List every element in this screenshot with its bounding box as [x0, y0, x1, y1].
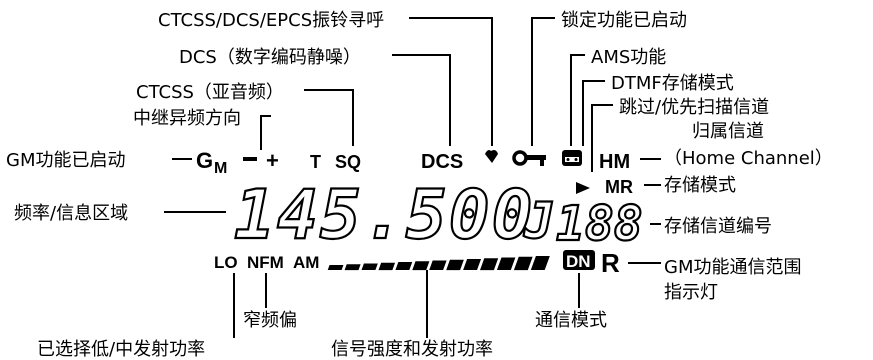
label-ctcss-dcs-epcs: CTCSS/DCS/EPCS振铃寻呼: [158, 10, 384, 31]
label-gm-range-1: GM功能通信范围: [664, 257, 801, 278]
home-channel-indicator: HM: [599, 151, 630, 173]
signal-segment: [361, 263, 378, 270]
label-frequency-area: 频率/信息区域: [14, 203, 128, 224]
skip-priority-arrow-icon: [576, 182, 590, 194]
label-memory-number: 存储信道编号: [664, 216, 772, 237]
signal-segment: [395, 262, 413, 270]
dn-label: DN: [566, 252, 591, 271]
channel-number-display: 188: [556, 196, 643, 252]
signal-segment: [429, 260, 447, 270]
low-power-indicator: LO: [214, 253, 238, 272]
sq-indicator: SQ: [335, 152, 361, 172]
signal-segment: [344, 264, 361, 271]
label-ctcss: CTCSS（亚音频）: [136, 82, 284, 103]
signal-segment: [327, 265, 344, 270]
label-lock: 锁定功能已启动: [561, 10, 687, 31]
signal-segment: [412, 261, 430, 271]
frequency-display: 145.500: [234, 176, 535, 255]
label-home-channel-1: 归属信道: [692, 121, 764, 142]
signal-segment: [378, 262, 396, 271]
label-repeater-shift: 中继异频方向: [133, 108, 241, 129]
minus-shift-indicator: [243, 157, 257, 161]
signal-segment: [513, 256, 533, 271]
gm-indicator: G: [196, 148, 213, 173]
label-memory-mode: 存储模式: [664, 175, 736, 196]
key-icon: [512, 150, 546, 166]
dtmf-memory-icon: [562, 150, 582, 166]
signal-strength-bar: [327, 256, 550, 271]
signal-segment: [496, 257, 516, 270]
tone-indicator: T: [310, 152, 321, 172]
label-narrow-deviation: 窄频偏: [243, 310, 297, 331]
callout-leader-lines: [164, 17, 661, 338]
signal-segment: [479, 258, 499, 271]
memory-mode-indicator: MR: [605, 177, 633, 197]
nfm-indicator: NFM: [247, 253, 284, 272]
dn-badge: DN: [563, 250, 595, 271]
channel-prefix-digit: J: [523, 192, 554, 250]
label-dtmf: DTMF存储模式: [611, 73, 734, 94]
bell-icon: [485, 150, 498, 163]
label-ams: AMS功能: [591, 47, 666, 68]
label-gm-range-2: 指示灯: [664, 282, 718, 303]
label-signal-power: 信号强度和发射功率: [331, 339, 493, 360]
gm-range-indicator: R: [601, 248, 620, 278]
label-gm-active: GM功能已启动: [6, 150, 125, 171]
label-home-channel-2: （Home Channel）: [664, 148, 833, 169]
signal-segment: [530, 256, 550, 270]
label-power-select: 已选择低/中发射功率: [37, 339, 205, 360]
plus-shift-indicator: +: [266, 148, 279, 173]
gm-sub-indicator: M: [214, 160, 227, 177]
dcs-indicator: DCS: [421, 151, 463, 173]
label-dcs: DCS（数字编码静噪）: [179, 47, 361, 68]
am-indicator: AM: [293, 253, 319, 272]
signal-segment: [446, 259, 464, 271]
signal-segment: [463, 259, 482, 270]
label-comm-mode: 通信模式: [535, 310, 607, 331]
label-skip-priority: 跳过/优先扫描信道: [619, 97, 769, 118]
